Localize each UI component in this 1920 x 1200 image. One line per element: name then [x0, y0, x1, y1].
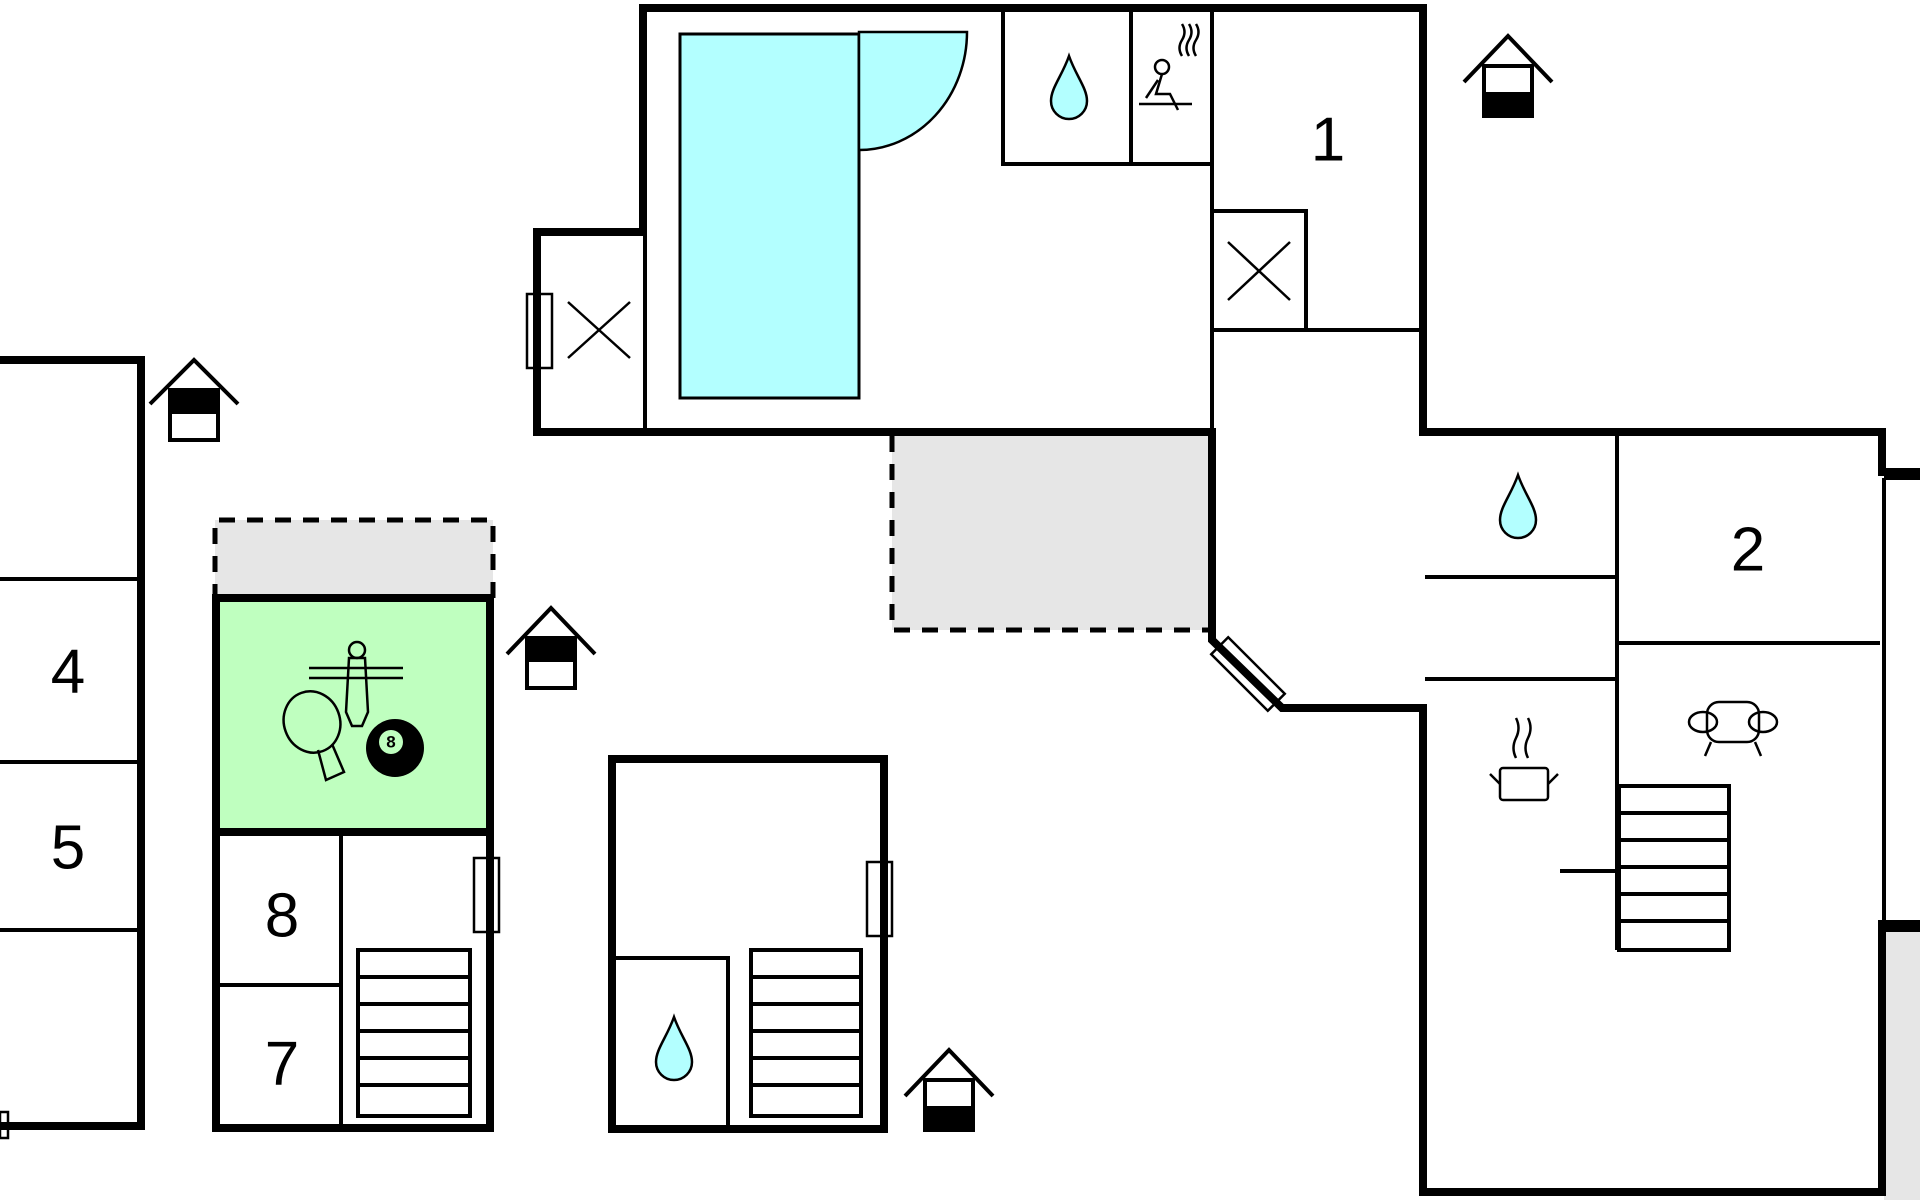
stairs-icon [356, 948, 472, 1118]
table-football-icon [309, 640, 403, 728]
main-building-walls [533, 4, 1920, 476]
room-label-8: 8 [265, 882, 299, 951]
terrace-right-edge [1884, 928, 1920, 1200]
water-drop-icon [1049, 52, 1089, 121]
cottage-walls [608, 755, 888, 1133]
room-label-1: 1 [1311, 106, 1345, 175]
annex-building-walls [212, 594, 494, 1132]
wall-bath-sauna [1001, 10, 1210, 166]
room-label-5: 5 [51, 814, 85, 883]
window-pool-room [525, 292, 554, 370]
water-drop-icon [654, 1013, 694, 1082]
sofa-icon [1687, 700, 1779, 757]
wardrobe-icon [1227, 241, 1291, 301]
sauna-icon [1139, 23, 1200, 111]
room-label-7: 7 [265, 1030, 299, 1099]
water-drop-icon [1498, 471, 1538, 540]
window-annex [472, 856, 501, 934]
cottage-bathroom-wall [614, 956, 730, 1127]
left-building-walls [0, 356, 145, 1130]
billiard-ball-icon: 8 [366, 719, 424, 777]
stairs-icon [1617, 784, 1731, 952]
ping-pong-icon [282, 690, 346, 782]
room-label-4: 4 [51, 638, 85, 707]
entrance-house-icon [505, 605, 597, 690]
terrace-center-outline [889, 436, 1210, 633]
door-icon [1209, 635, 1287, 713]
entrance-house-icon [1462, 33, 1554, 118]
terrace-left [215, 520, 493, 600]
game-room [219, 601, 487, 831]
terrace-left-outline [212, 517, 496, 600]
cooking-pot-icon [1489, 717, 1559, 802]
pool [678, 32, 861, 400]
stairs-icon [749, 948, 863, 1118]
wall-wardrobe-1 [1214, 209, 1308, 329]
window-cottage [865, 860, 894, 938]
entrance-house-icon [148, 357, 240, 442]
wardrobe-icon [567, 301, 631, 359]
terrace-center [892, 436, 1210, 630]
room-label-2: 2 [1731, 516, 1765, 585]
spa-tub [857, 30, 969, 152]
main-building-lower-walls [533, 428, 1920, 1196]
svg-text:8: 8 [386, 733, 395, 752]
entrance-house-icon [903, 1047, 995, 1132]
door-left-building [0, 1110, 10, 1140]
